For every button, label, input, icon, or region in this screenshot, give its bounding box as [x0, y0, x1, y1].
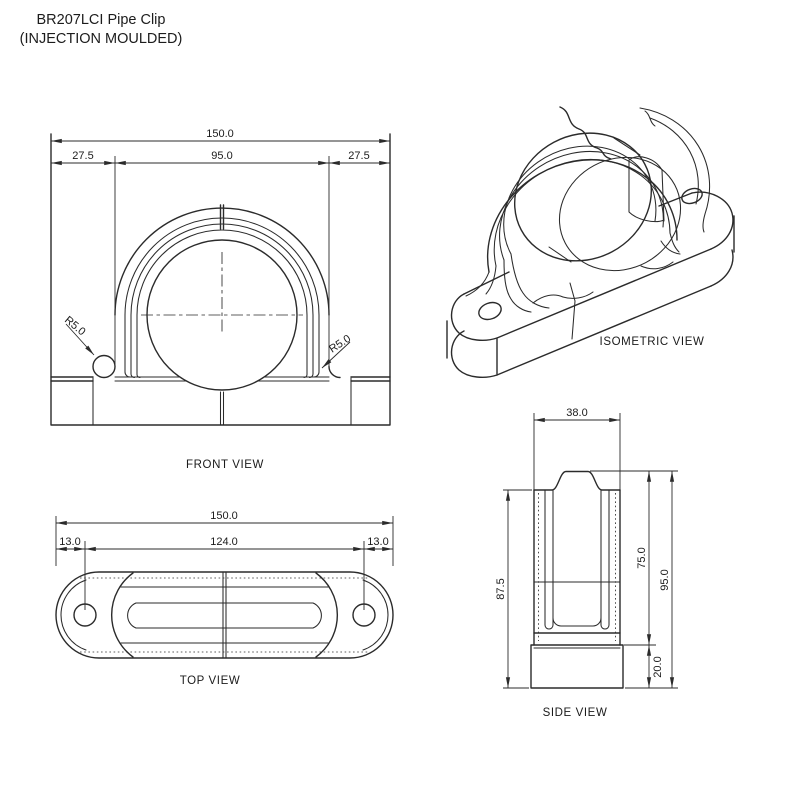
dim-side-overall-height: 95.0 — [659, 569, 671, 590]
iso-hole-left — [478, 301, 502, 321]
dim-side-width: 38.0 — [566, 407, 587, 419]
front-arch-band — [114, 207, 330, 316]
dim-side-height-left: 87.5 — [495, 578, 507, 599]
title-block: BR207LCI Pipe Clip (INJECTION MOULDED) — [8, 11, 194, 49]
dim-front-radius-right: R5.0 — [327, 333, 353, 356]
dim-front-left: 27.5 — [72, 150, 93, 162]
iso-inner-boss — [628, 156, 665, 223]
iso-bore-back-rim — [558, 156, 682, 272]
front-view-label: FRONT VIEW — [186, 459, 264, 471]
side-view-drawing: 38.0 87.5 75.0 95.0 20.0 SIDE VIEW — [495, 407, 678, 719]
dim-top-right: 13.0 — [367, 536, 388, 548]
side-base — [530, 644, 624, 689]
iso-parting-line — [559, 106, 612, 160]
dim-top-center: 124.0 — [210, 536, 238, 548]
dim-front-right: 27.5 — [348, 150, 369, 162]
front-view-drawing: 150.0 27.5 95.0 27.5 R5.0 R5.0 FRONT VIE… — [50, 128, 391, 471]
manufacture-note: (INJECTION MOULDED) — [19, 31, 183, 48]
front-centerlines — [141, 252, 303, 333]
front-leader-left — [65, 323, 95, 356]
dim-top-overall: 150.0 — [210, 510, 238, 522]
dim-side-clip-height: 75.0 — [636, 547, 648, 568]
front-fillet-circle — [92, 354, 116, 379]
front-foot-edges — [92, 377, 352, 426]
isometric-view-drawing: ISOMETRIC VIEW — [446, 106, 735, 378]
dim-top-left: 13.0 — [59, 536, 80, 548]
top-parting-line — [222, 571, 227, 659]
iso-bore-front-rim — [513, 132, 653, 262]
front-body-outline — [50, 133, 391, 426]
part-number: BR207LCI Pipe Clip — [36, 12, 166, 28]
isometric-view-label: ISOMETRIC VIEW — [600, 336, 705, 348]
dim-front-overall: 150.0 — [206, 128, 234, 140]
top-outline — [55, 571, 394, 659]
iso-hole-right — [681, 187, 703, 205]
dim-front-radius-left: R5.0 — [62, 314, 88, 338]
dim-front-center: 95.0 — [211, 150, 232, 162]
side-top-profile — [533, 470, 621, 491]
front-slot — [219, 391, 225, 426]
front-leader-right — [321, 341, 351, 369]
top-view-drawing: 150.0 13.0 124.0 13.0 TOP VIEW — [55, 510, 394, 687]
front-parting-mark — [219, 204, 225, 230]
side-view-label: SIDE VIEW — [543, 707, 608, 719]
dim-side-base-height: 20.0 — [652, 656, 664, 677]
top-view-label: TOP VIEW — [180, 675, 241, 687]
